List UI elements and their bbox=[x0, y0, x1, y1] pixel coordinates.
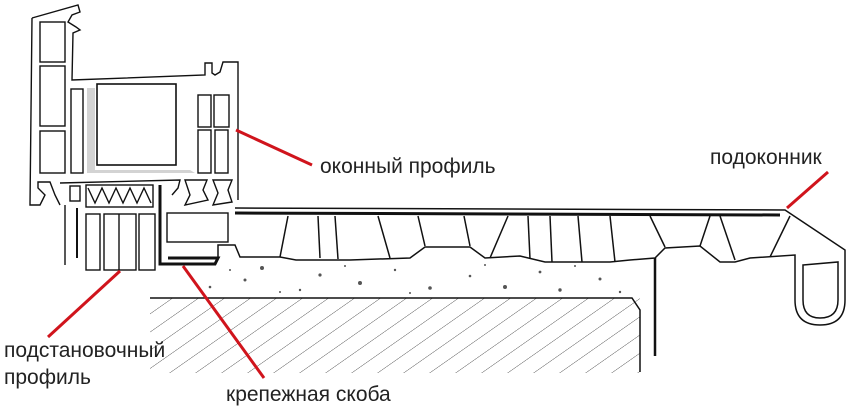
leader-window-sill bbox=[786, 170, 829, 210]
concrete-fill bbox=[208, 264, 622, 294]
leader-support-profile bbox=[46, 269, 122, 339]
label-support-profile-line1: подстановочный bbox=[4, 339, 166, 362]
wall-masonry bbox=[150, 297, 641, 373]
window-profile bbox=[29, 4, 239, 271]
window-sill-shape bbox=[217, 207, 846, 326]
label-mounting-bracket: крепежная скоба bbox=[226, 383, 391, 406]
leader-lines bbox=[46, 128, 829, 379]
mounting-bracket-shape bbox=[158, 185, 221, 266]
label-window-sill: подоконник bbox=[710, 146, 822, 169]
label-support-profile-line2: профиль bbox=[4, 366, 91, 389]
leader-window-profile bbox=[235, 128, 313, 167]
leader-mounting-bracket bbox=[181, 265, 266, 379]
label-window-profile: оконный профиль bbox=[320, 155, 496, 178]
